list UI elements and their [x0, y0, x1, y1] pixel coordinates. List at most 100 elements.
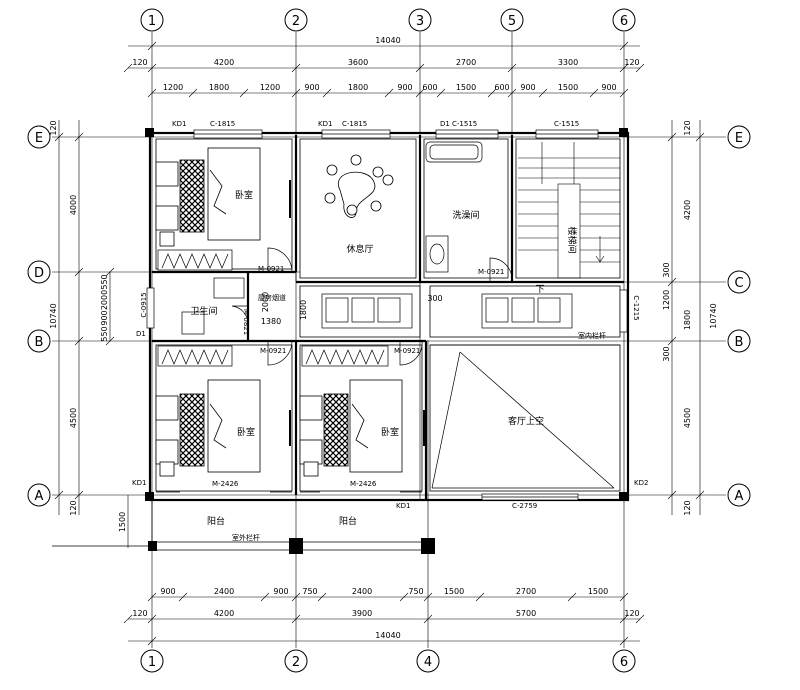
- doors: [156, 180, 513, 493]
- bath-fixtures: [181, 141, 483, 335]
- svg-text:14040: 14040: [375, 631, 400, 640]
- svg-text:6: 6: [620, 14, 628, 29]
- svg-text:C-0915: C-0915: [140, 292, 148, 317]
- svg-text:C-1515: C-1515: [554, 120, 579, 128]
- room-label-wc: 卫生间: [190, 305, 217, 317]
- svg-text:1800: 1800: [683, 310, 692, 330]
- svg-text:M-0821: M-0821: [242, 309, 250, 335]
- svg-text:3600: 3600: [348, 58, 368, 67]
- axis-bubble-top-3: 3: [408, 8, 432, 32]
- axis-bubble-top-2: 2: [284, 8, 308, 32]
- svg-text:A: A: [735, 489, 744, 504]
- stairs: [518, 142, 620, 279]
- svg-text:1800: 1800: [348, 83, 368, 92]
- svg-text:1500: 1500: [588, 587, 608, 596]
- svg-text:900: 900: [273, 587, 288, 596]
- svg-text:1: 1: [148, 655, 156, 670]
- axis-bubble-left-A: A: [27, 483, 51, 507]
- svg-text:M-0921: M-0921: [478, 268, 504, 276]
- svg-text:M-0921: M-0921: [258, 265, 284, 273]
- bed-bottom-left: [155, 379, 261, 477]
- svg-text:厨房烟道: 厨房烟道: [258, 293, 286, 302]
- svg-text:B: B: [735, 335, 744, 350]
- svg-text:2400: 2400: [352, 587, 372, 596]
- svg-text:1380: 1380: [261, 317, 281, 326]
- svg-text:4200: 4200: [214, 58, 234, 67]
- svg-text:B: B: [35, 335, 44, 350]
- svg-text:900: 900: [520, 83, 535, 92]
- room-label-balcony-1: 阳台: [207, 515, 225, 527]
- svg-text:120: 120: [132, 58, 147, 67]
- svg-text:900: 900: [304, 83, 319, 92]
- svg-text:120: 120: [132, 609, 147, 618]
- svg-text:A: A: [35, 489, 44, 504]
- dimension-lines: [54, 41, 705, 646]
- svg-text:120: 120: [624, 609, 639, 618]
- axis-bubble-bottom-1: 1: [140, 649, 164, 673]
- axis-bubble-left-B: B: [27, 329, 51, 353]
- svg-text:3900: 3900: [352, 609, 372, 618]
- windows: [146, 129, 628, 501]
- svg-text:750: 750: [408, 587, 423, 596]
- room-labels: 卧室 休息厅 洗澡间 楼梯间 卫生间 卧室 卧室 客厅上空 阳台 阳台 下: [190, 189, 578, 527]
- room-label-bath: 洗澡间: [452, 209, 479, 221]
- svg-text:C: C: [734, 276, 743, 291]
- svg-text:1200: 1200: [163, 83, 183, 92]
- room-label-balcony-2: 阳台: [339, 515, 357, 527]
- svg-text:1200: 1200: [260, 83, 280, 92]
- svg-text:4200: 4200: [683, 200, 692, 220]
- svg-text:KD1: KD1: [132, 479, 146, 487]
- svg-text:14040: 14040: [375, 36, 400, 45]
- balcony: [52, 500, 428, 551]
- svg-text:1800: 1800: [209, 83, 229, 92]
- svg-text:E: E: [735, 131, 743, 146]
- svg-text:1500: 1500: [456, 83, 476, 92]
- svg-text:750: 750: [302, 587, 317, 596]
- svg-text:1800: 1800: [299, 300, 308, 320]
- svg-text:室内栏杆: 室内栏杆: [578, 331, 606, 340]
- room-label-bedroom-1: 卧室: [235, 189, 253, 201]
- svg-text:300: 300: [662, 346, 671, 361]
- svg-text:D1: D1: [440, 120, 450, 128]
- svg-text:C-2759: C-2759: [512, 502, 537, 510]
- component-tags: KD1 C-1815 KD1 C-1815 D1 C-1515 C-1515 M…: [132, 120, 648, 542]
- svg-text:5700: 5700: [516, 609, 536, 618]
- svg-text:M-2426: M-2426: [212, 480, 239, 488]
- svg-text:4200: 4200: [214, 609, 234, 618]
- svg-text:5: 5: [508, 14, 516, 29]
- axis-bubbles: 1 2 3 5 6 1 2 4 6 E D B A E C B A: [27, 8, 751, 673]
- svg-text:120: 120: [683, 500, 692, 515]
- svg-text:2: 2: [292, 14, 300, 29]
- svg-text:2: 2: [292, 655, 300, 670]
- svg-text:1200: 1200: [662, 290, 671, 310]
- axis-bubble-bottom-4: 4: [416, 649, 440, 673]
- svg-text:M-2426: M-2426: [350, 480, 377, 488]
- svg-text:M-0921: M-0921: [394, 347, 420, 355]
- svg-text:D1: D1: [136, 330, 146, 338]
- axis-bubble-bottom-6: 6: [612, 649, 636, 673]
- svg-text:4500: 4500: [683, 408, 692, 428]
- svg-text:1500: 1500: [118, 512, 127, 532]
- living-void: [430, 344, 620, 489]
- svg-text:300: 300: [427, 294, 442, 303]
- axis-bubble-top-6: 6: [612, 8, 636, 32]
- sofa-sets: [321, 293, 573, 329]
- svg-text:120: 120: [624, 58, 639, 67]
- svg-text:M-0921: M-0921: [260, 347, 286, 355]
- svg-text:C-1515: C-1515: [452, 120, 477, 128]
- svg-text:KD1: KD1: [172, 120, 186, 128]
- svg-text:600: 600: [422, 83, 437, 92]
- svg-text:10740: 10740: [49, 303, 58, 328]
- room-label-stair: 楼梯间: [566, 226, 578, 253]
- svg-text:550: 550: [100, 274, 109, 289]
- svg-text:2000: 2000: [261, 292, 270, 312]
- svg-text:室外栏杆: 室外栏杆: [232, 533, 260, 542]
- svg-text:6: 6: [620, 655, 628, 670]
- svg-text:1500: 1500: [558, 83, 578, 92]
- axis-bubble-right-C: C: [727, 270, 751, 294]
- axis-bubble-left-E: E: [27, 125, 51, 149]
- svg-text:3: 3: [416, 14, 424, 29]
- svg-text:120: 120: [683, 120, 692, 135]
- svg-text:300: 300: [662, 262, 671, 277]
- svg-text:E: E: [35, 131, 43, 146]
